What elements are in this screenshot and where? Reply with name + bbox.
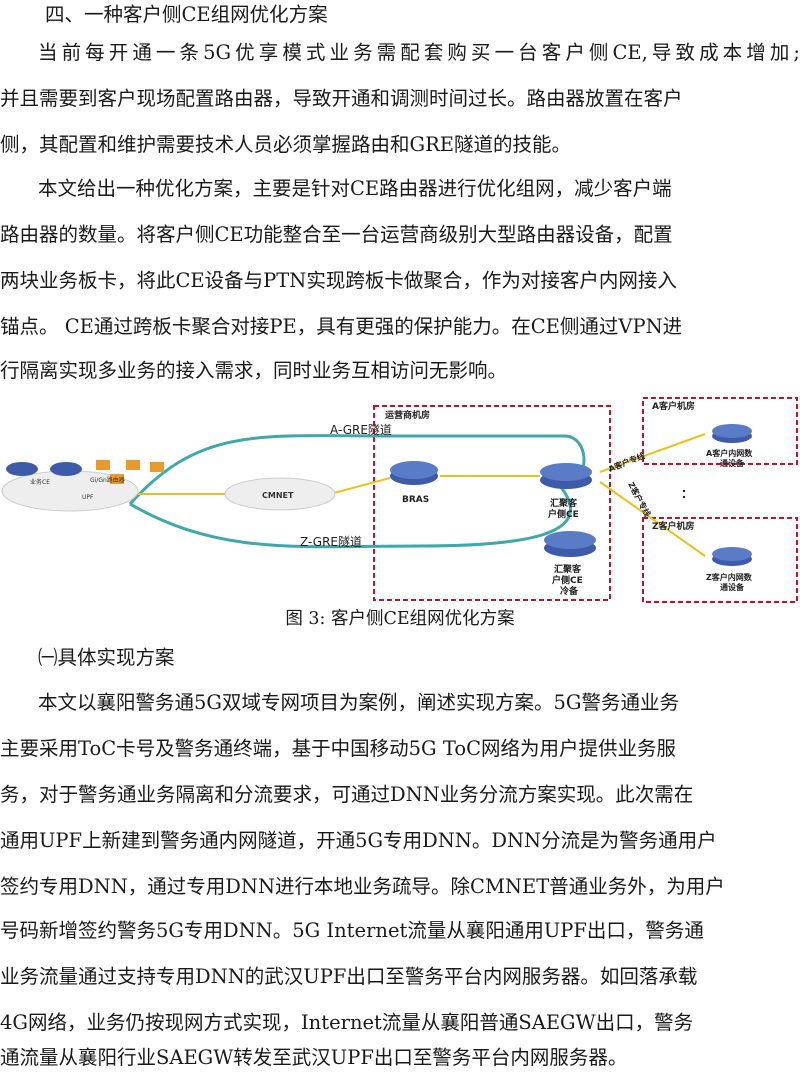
operator-room-box	[373, 405, 611, 601]
paragraph-2-line-3: 两块业务板卡，将此CE设备与PTN实现跨板卡做聚合，作为对接客户内网接入	[0, 269, 677, 292]
gi-router-label: Gi/Gn路由器	[90, 476, 125, 484]
z-device-router-top	[712, 547, 752, 561]
cmnet-bras-link	[329, 477, 391, 495]
core-ce-label: 业务CE	[30, 478, 50, 486]
server-icon	[126, 460, 140, 470]
bras-router-top	[390, 461, 438, 479]
z-device-label-2: 通设备	[720, 582, 745, 592]
backup-ce-router-top	[544, 531, 596, 549]
paragraph-3-line-1: 本文以襄阳警务通5G双域专网项目为案例，阐述实现方案。5G警务通业务	[38, 691, 679, 714]
a-device-router-top	[712, 424, 752, 438]
network-diagram: 业务CE Gi/Gn路由器 UPF CMNET BRAS 汇聚客 户侧CE 汇聚…	[1, 397, 798, 603]
paragraph-2-line-1: 本文给出一种优化方案，主要是针对CE路由器进行优化组网，减少客户端	[38, 177, 672, 200]
paragraph-3-line-7: 业务流量通过支持专用DNN的武汉UPF出口至警务平台内网服务器。如回落承载	[0, 965, 698, 988]
bras-label: BRAS	[402, 495, 429, 505]
paragraph-3-line-6: 号码新增签约警务5G专用DNN。5G Internet流量从襄阳通用UPF出口，…	[0, 919, 704, 942]
z-device-label-1: Z客户内网数	[706, 572, 753, 582]
router-icon	[6, 462, 38, 476]
a-device-label-2: 通设备	[720, 458, 745, 468]
router-icon	[50, 462, 82, 476]
paragraph-3-line-2: 主要采用ToC卡号及警务通终端，基于中国移动5G ToC网络为用户提供业务服	[0, 737, 676, 760]
sub-heading: ㈠具体实现方案	[38, 646, 175, 669]
agg-ce-label-1: 汇聚客	[550, 497, 578, 509]
paragraph-3-line-9: 通流量从襄阳行业SAEGW转发至武汉UPF出口至警务平台内网服务器。	[0, 1046, 628, 1069]
backup-ce-label-3: 冷备	[560, 585, 579, 597]
paragraph-1-line-3: 侧，其配置和维护需要技术人员必须掌握路由和GRE隧道的技能。	[0, 133, 571, 156]
paragraph-1-line-1: 当前每开通一条5G优享模式业务需配套购买一台客户侧CE,导致成本增加;	[38, 41, 800, 64]
a-tunnel-label: A-GRE隧道	[330, 422, 392, 437]
paragraph-3-line-4: 通用UPF上新建到警务通内网隧道，开通5G专用DNN。DNN分流是为警务通用户	[0, 829, 717, 852]
a-gre-tunnel	[128, 434, 586, 506]
z-room-box	[642, 517, 798, 603]
z-line-link	[599, 481, 706, 557]
backup-ce-label-1: 汇聚客	[554, 563, 582, 575]
server-icon	[96, 460, 110, 470]
backup-ce-label-2: 户侧CE	[552, 574, 583, 586]
cmnet-label: CMNET	[262, 491, 294, 500]
section-heading: 四、一种客户侧CE组网优化方案	[45, 3, 328, 26]
z-gre-tunnel	[129, 485, 572, 549]
paragraph-2-line-4: 锚点。 CE通过跨板卡聚合对接PE，具有更强的保护能力。在CE侧通过VPN进	[0, 315, 683, 338]
cmnet-cloud	[224, 477, 336, 511]
a-line-label: A客户专线	[607, 450, 646, 474]
z-tunnel-label: Z-GRE隧道	[300, 534, 362, 549]
server-icon	[110, 474, 124, 484]
figure-caption: 图 3: 客户侧CE组网优化方案	[285, 609, 515, 629]
a-line-link	[599, 433, 706, 473]
agg-ce-router-top	[540, 463, 592, 481]
paragraph-1-line-2: 并且需要到客户现场配置路由器，导致开通和调测时间过长。路由器放置在客户	[0, 87, 683, 110]
upf-label: UPF	[82, 494, 94, 501]
paragraph-2-line-5: 行隔离实现多业务的接入需求，同时业务互相访问无影响。	[0, 359, 508, 382]
paragraph-2-line-2: 路由器的数量。将客户侧CE功能整合至一台运营商级别大型路由器设备，配置	[0, 223, 673, 246]
agg-ce-label-2: 户侧CE	[548, 508, 579, 520]
z-room-label: Z客户机房	[652, 520, 695, 532]
operator-room-label: 运营商机房	[385, 409, 430, 421]
paragraph-3-line-5: 签约专用DNN，通过专用DNN进行本地业务疏导。除CMNET普通业务外，为用户	[0, 875, 725, 898]
paragraph-3-line-8: 4G网络，业务仍按现网方式实现，Internet流量从襄阳普通SAEGW出口，警…	[0, 1011, 694, 1034]
a-device-label-1: A客户内网数	[706, 448, 753, 458]
a-room-box	[642, 397, 798, 465]
a-room-label: A客户机房	[652, 400, 695, 412]
paragraph-3-line-3: 务，对于警务通业务隔离和分流要求，可通过DNN业务分流方案实现。此次需在	[0, 783, 694, 806]
server-icon	[150, 462, 164, 472]
z-line-label: Z客户专线	[626, 480, 653, 518]
